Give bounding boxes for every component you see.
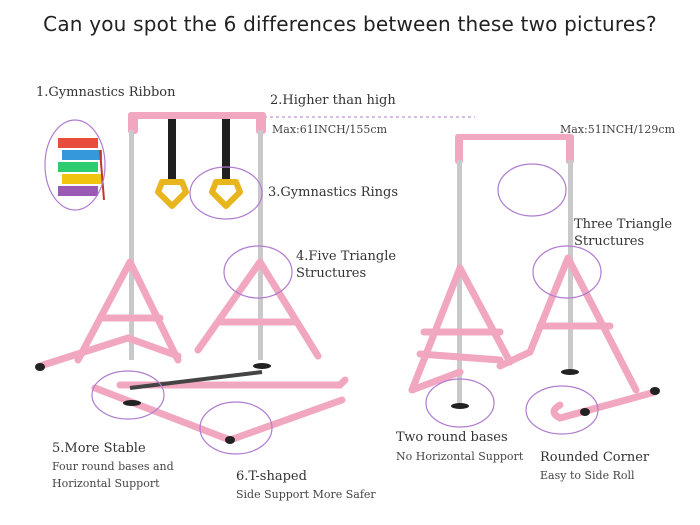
right-circle-bases (425, 378, 495, 428)
label-left-max: Max:61INCH/155cm (272, 123, 388, 136)
left-base-1 (123, 400, 141, 406)
left-pole-right (258, 130, 263, 360)
label-right-max: Max:51INCH/129cm (560, 123, 676, 136)
left-circle-rings (189, 166, 263, 220)
left-top-bar (130, 112, 264, 119)
label-higher: 2.Higher than high (270, 93, 396, 108)
left-ring-strap-1 (168, 119, 176, 181)
left-triangle-1 (74, 258, 182, 364)
puzzle-headline: Can you spot the 6 differences between t… (43, 12, 657, 36)
right-rounded-corner-rail (550, 388, 659, 422)
left-triangle-2 (194, 258, 322, 360)
label-side-roll: Easy to Side Roll (540, 469, 635, 482)
label-stable-sub-2: Horizontal Support (52, 477, 160, 490)
left-ring-strap-2 (222, 119, 230, 181)
right-top-corner-right (566, 134, 574, 164)
right-foot-back (408, 348, 534, 394)
left-end-cap-2 (225, 436, 235, 444)
right-gymnastics-bar (408, 134, 660, 435)
right-end-cap-2 (580, 408, 590, 416)
right-end-cap-1 (650, 387, 660, 395)
label-tshaped-sub: Side Support More Safer (236, 488, 376, 501)
right-circle-corner (525, 385, 599, 435)
label-three-triangle: Three Triangle (574, 217, 673, 232)
right-foot-rail (416, 350, 504, 364)
label-no-horizontal: No Horizontal Support (396, 450, 524, 463)
left-top-corner-right (256, 112, 266, 134)
right-top-bar (455, 134, 573, 140)
left-foot-front (91, 384, 346, 444)
right-triangle-1 (408, 264, 514, 394)
left-pole-left (129, 130, 134, 360)
left-ring-1 (155, 179, 189, 209)
label-more-stable: 5.More Stable (52, 441, 146, 456)
label-rings: 3.Gymnastics Rings (268, 185, 399, 200)
label-five-triangle: 4.Five Triangle (296, 249, 397, 264)
left-foot-back (36, 334, 182, 370)
label-ribbon: 1.Gymnastics Ribbon (36, 85, 176, 100)
label-tshaped: 6.T-shaped (236, 469, 307, 484)
left-gymnastics-bar (35, 112, 475, 455)
right-circle-rings-missing (497, 163, 567, 217)
label-rounded-corner: Rounded Corner (540, 450, 650, 465)
gymnastics-ribbon-picture (58, 138, 105, 201)
right-circle-triangle (532, 245, 602, 299)
left-circle-triangle (223, 245, 293, 299)
left-foot-rear-rail (116, 376, 349, 389)
label-five-triangle-structures: Structures (296, 266, 367, 281)
left-circle-ribbon (44, 119, 106, 211)
right-base-2 (561, 369, 579, 375)
left-base-2 (253, 363, 271, 369)
right-base-1 (451, 403, 469, 409)
left-ring-2 (209, 179, 243, 209)
right-top-corner-left (455, 134, 463, 164)
label-stable-sub-1: Four round bases and (52, 460, 174, 473)
label-two-bases: Two round bases (396, 430, 508, 445)
right-pole-left (457, 160, 462, 406)
left-top-corner-left (128, 112, 138, 134)
left-circle-stable (91, 370, 165, 420)
left-circle-tshaped (199, 401, 273, 455)
label-three-triangle-structures: Structures (574, 234, 645, 249)
left-end-cap-1 (35, 363, 45, 371)
left-horizontal-support (129, 370, 263, 390)
right-triangle-2 (526, 254, 640, 394)
